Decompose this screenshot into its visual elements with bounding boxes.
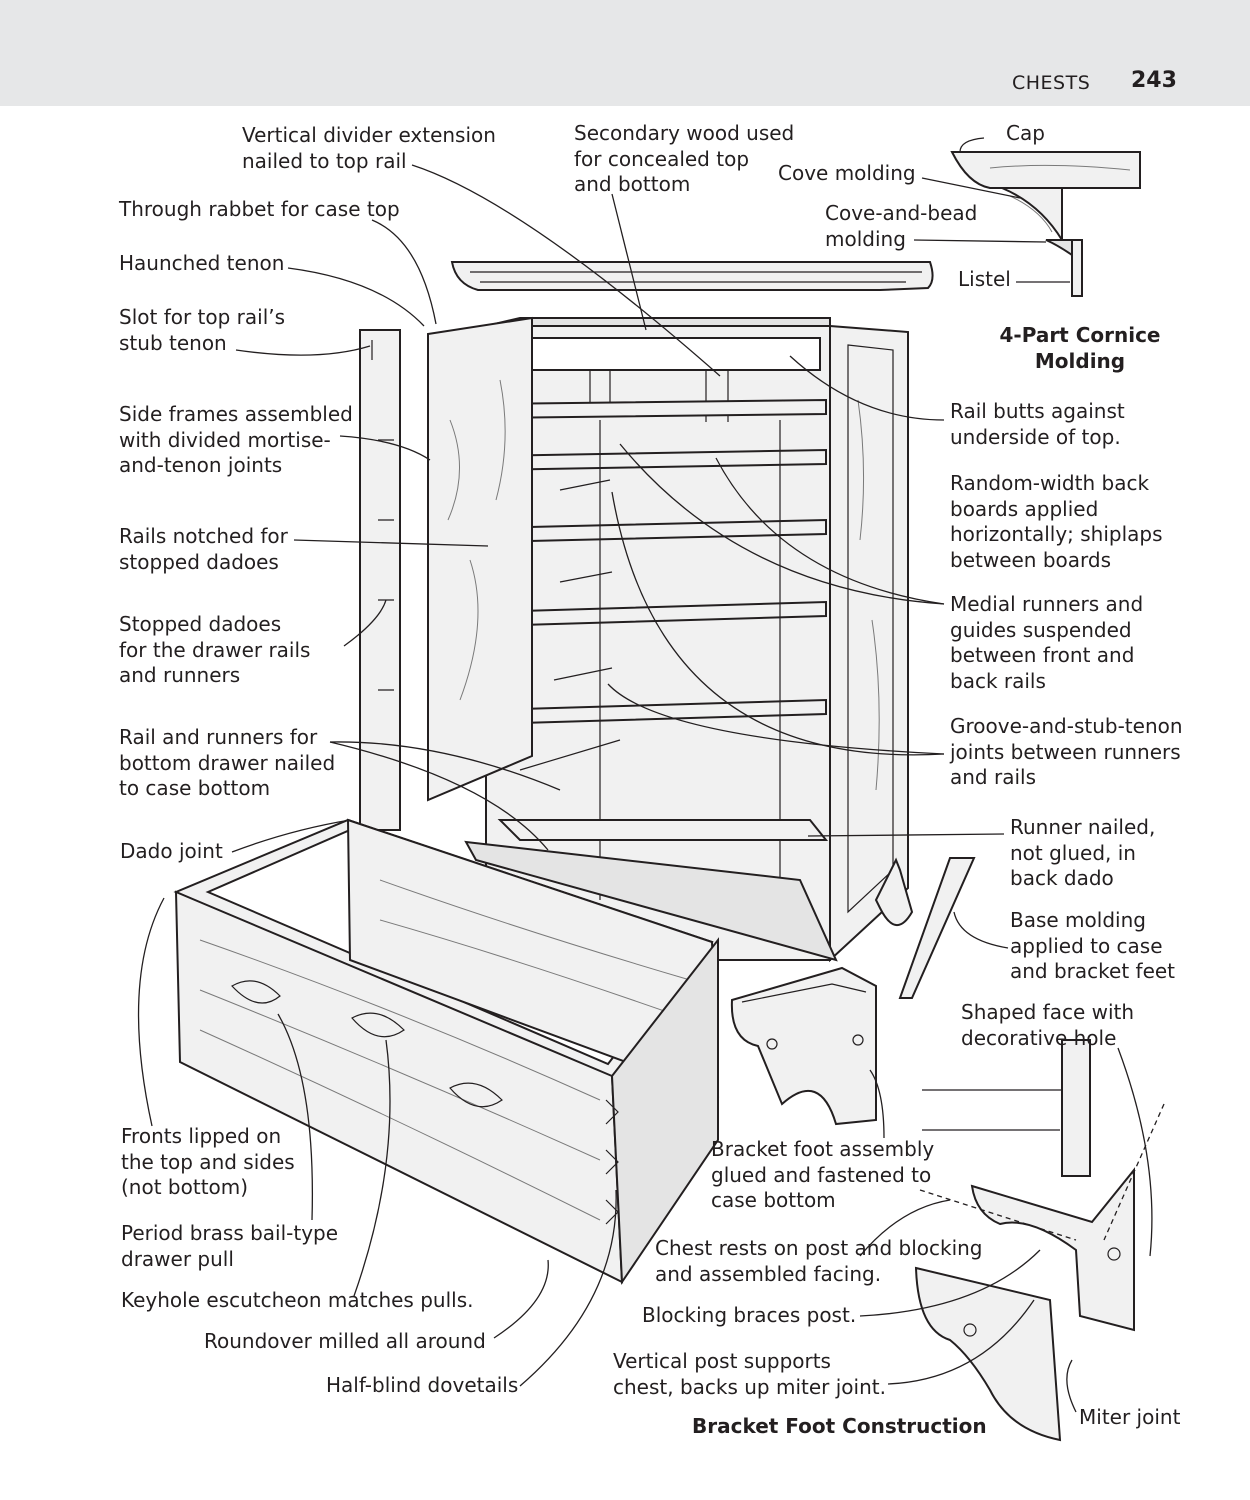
label-secondary-wood: Secondary wood used for concealed top an… — [574, 121, 795, 196]
label-stopped-dadoes: Stopped dadoes for the drawer rails and … — [119, 612, 311, 687]
label-back-boards: Random-width back boards applied horizon… — [950, 471, 1163, 572]
label-dado-joint: Dado joint — [120, 839, 223, 863]
label-roundover: Roundover milled all around — [204, 1329, 486, 1353]
side-panel — [359, 316, 533, 831]
cornice-piece — [450, 261, 934, 291]
label-brass-pull: Period brass bail-type drawer pull — [121, 1221, 339, 1271]
label-runner-nailed: Runner nailed, not glued, in back dado — [1010, 815, 1156, 890]
bracket-foot-construction — [914, 1039, 1165, 1442]
label-shaped-face: Shaped face with decorative hole — [961, 1000, 1135, 1050]
section-name: CHESTS — [1012, 72, 1091, 94]
label-cap: Cap — [1006, 121, 1045, 145]
label-haunched-tenon: Haunched tenon — [119, 251, 285, 275]
label-bracket-assembly: Bracket foot assembly glued and fastened… — [711, 1137, 935, 1212]
label-through-rabbet: Through rabbet for case top — [119, 197, 400, 221]
label-vertical-divider: Vertical divider extension nailed to top… — [242, 123, 496, 173]
label-medial-runners: Medial runners and guides suspended betw… — [950, 592, 1144, 693]
label-blocking-braces: Blocking braces post. — [642, 1303, 857, 1327]
label-groove-stub: Groove-and-stub-tenon joints between run… — [950, 714, 1183, 789]
label-base-molding: Base molding applied to case and bracket… — [1010, 908, 1176, 983]
label-rail-butts: Rail butts against underside of top. — [950, 399, 1125, 449]
label-listel: Listel — [958, 267, 1011, 291]
label-cove-molding: Cove molding — [778, 161, 916, 185]
drawer — [173, 818, 720, 1286]
label-slot-top-rail: Slot for top rail’s stub tenon — [119, 305, 286, 355]
page-number: 243 — [1131, 68, 1177, 93]
label-vertical-post: Vertical post supports chest, backs up m… — [613, 1349, 886, 1399]
case-body — [464, 317, 909, 963]
leader-lines — [137, 137, 1153, 1413]
label-rails-notched: Rails notched for stopped dadoes — [119, 524, 288, 574]
bracket-foot-assembly — [730, 857, 976, 1126]
title-bracket-foot: Bracket Foot Construction — [692, 1414, 987, 1438]
label-chest-rests: Chest rests on post and blocking and ass… — [655, 1236, 983, 1286]
page-header: CHESTS 243 — [0, 0, 1250, 106]
label-rail-runners-bottom: Rail and runners for bottom drawer naile… — [119, 725, 336, 800]
title-cornice: 4-Part Cornice Molding — [999, 323, 1161, 373]
label-fronts-lipped: Fronts lipped on the top and sides (not … — [121, 1124, 295, 1199]
label-keyhole: Keyhole escutcheon matches pulls. — [121, 1288, 474, 1312]
label-side-frames: Side frames assembled with divided morti… — [119, 402, 353, 477]
label-half-blind: Half-blind dovetails — [326, 1373, 519, 1397]
label-miter-joint: Miter joint — [1079, 1405, 1181, 1429]
cornice-molding-illustration — [950, 151, 1141, 297]
label-cove-bead: Cove-and-bead molding — [825, 201, 978, 251]
